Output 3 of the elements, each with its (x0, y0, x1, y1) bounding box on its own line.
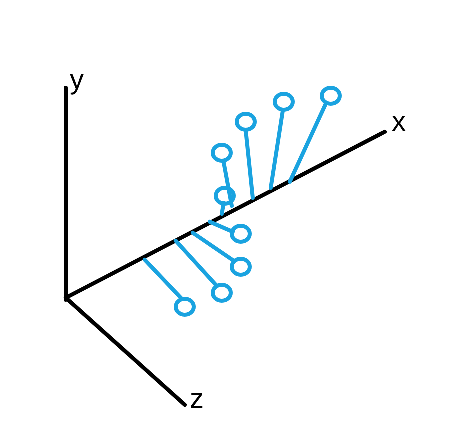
axis-label: y (70, 66, 84, 94)
axis-label: z (190, 385, 204, 413)
axis-label: x (392, 108, 406, 136)
